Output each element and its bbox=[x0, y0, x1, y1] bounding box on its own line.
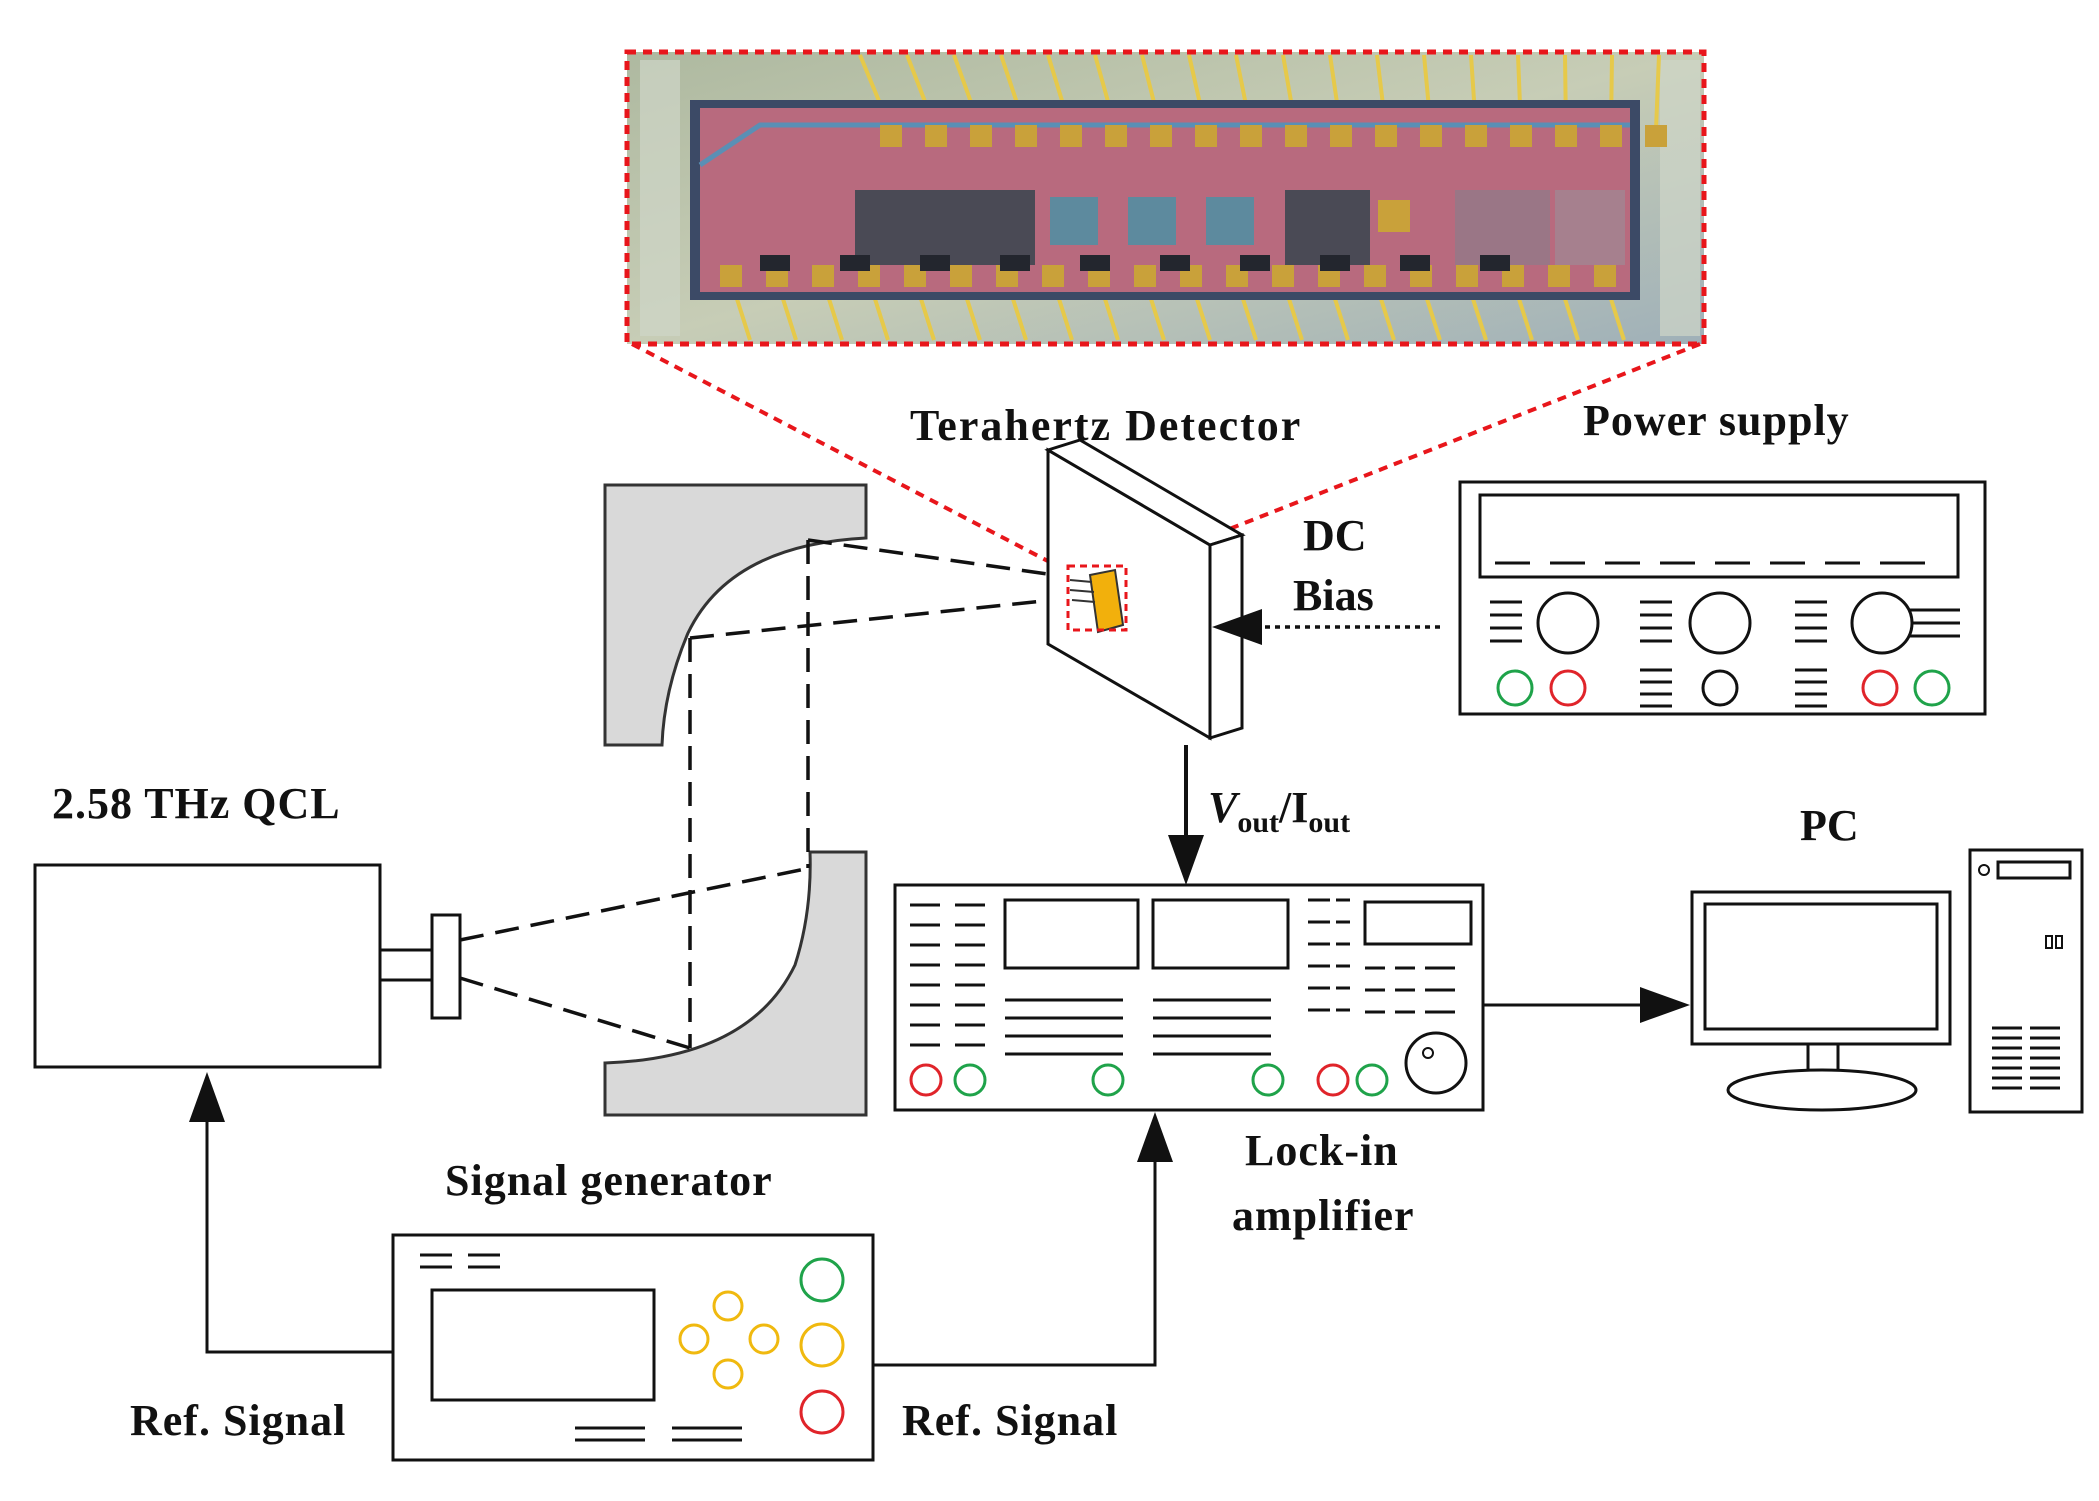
vout-label: Vout/Iout bbox=[1208, 783, 1350, 839]
lia-terminal-green-3 bbox=[1251, 1063, 1285, 1097]
parabolic-mirror-bottom bbox=[603, 850, 868, 1117]
lia-knob bbox=[1404, 1031, 1468, 1095]
dc-bias-label-2: Bias bbox=[1293, 571, 1374, 620]
lock-in-amplifier-unit bbox=[893, 883, 1485, 1112]
sg-display bbox=[430, 1288, 656, 1402]
ps-knob-2 bbox=[1688, 591, 1752, 655]
ref-signal-arrowhead-right bbox=[1137, 1112, 1173, 1162]
detector-board bbox=[1044, 438, 1246, 741]
dc-bias-arrowhead bbox=[1212, 609, 1262, 645]
ps-knob-1 bbox=[1536, 591, 1600, 655]
lia-terminal-green-4 bbox=[1355, 1063, 1389, 1097]
pc-label: PC bbox=[1800, 801, 1859, 850]
lia-terminal-green-1 bbox=[953, 1063, 987, 1097]
power-supply-unit bbox=[1458, 480, 1987, 716]
sg-terminal-yellow bbox=[799, 1322, 845, 1368]
ps-terminal-green-1 bbox=[1496, 669, 1534, 707]
qcl-source bbox=[33, 863, 462, 1069]
lia-terminal-red-1 bbox=[909, 1063, 943, 1097]
vout-arrowhead bbox=[1168, 835, 1204, 885]
ps-terminal-red-1 bbox=[1549, 669, 1587, 707]
pc-tower bbox=[1968, 848, 2084, 1114]
signal-generator-unit bbox=[391, 1233, 875, 1462]
thz-beam-path bbox=[459, 538, 1091, 1050]
zoom-outline bbox=[624, 49, 1707, 347]
ps-terminal-green-2 bbox=[1913, 669, 1951, 707]
sg-knob-bottom bbox=[712, 1358, 744, 1390]
sg-terminal-red bbox=[799, 1389, 845, 1435]
ref-signal-line-left bbox=[205, 1118, 393, 1354]
ps-terminal-red-2 bbox=[1861, 669, 1899, 707]
ps-knob-3 bbox=[1850, 591, 1914, 655]
ref-signal-arrowhead-left bbox=[189, 1072, 225, 1122]
detector-label: Terahertz Detector bbox=[910, 401, 1302, 450]
sg-knob-top bbox=[712, 1290, 744, 1322]
detector-chip bbox=[1088, 568, 1125, 634]
iout-slash: /I bbox=[1278, 783, 1308, 832]
ref-signal-label-left: Ref. Signal bbox=[130, 1396, 346, 1445]
sg-knob-left bbox=[678, 1323, 710, 1355]
parabolic-mirror-top bbox=[603, 483, 868, 747]
lia-terminal-green-2 bbox=[1091, 1063, 1125, 1097]
sg-knob-right bbox=[748, 1323, 780, 1355]
qcl-label: 2.58 THz QCL bbox=[52, 779, 341, 828]
pc-monitor bbox=[1690, 890, 1952, 1112]
ref-signal-label-right: Ref. Signal bbox=[902, 1396, 1118, 1445]
ref-signal-line-right bbox=[873, 1158, 1157, 1367]
zoom-line-left bbox=[631, 342, 1066, 572]
lockin-label-1: Lock-in bbox=[1245, 1126, 1399, 1175]
sg-terminal-green bbox=[799, 1257, 845, 1303]
dc-bias-label-1: DC bbox=[1303, 511, 1367, 560]
lia-terminal-red-2 bbox=[1316, 1063, 1350, 1097]
vout-sub: out bbox=[1237, 806, 1279, 839]
power-supply-label: Power supply bbox=[1583, 396, 1850, 445]
signal-generator-label: Signal generator bbox=[445, 1156, 773, 1205]
lockin-label-2: amplifier bbox=[1232, 1191, 1415, 1240]
vout-v: V bbox=[1208, 783, 1241, 832]
pc-arrowhead bbox=[1640, 987, 1690, 1023]
iout-sub: out bbox=[1308, 806, 1350, 839]
ps-terminal-black bbox=[1701, 669, 1739, 707]
chip-micrograph bbox=[627, 52, 1704, 344]
